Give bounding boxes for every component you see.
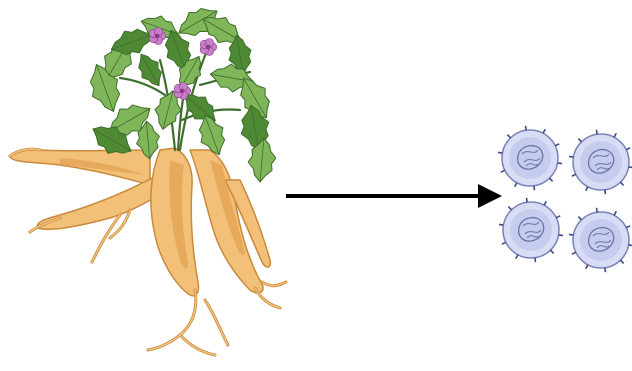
- cell-receptor: [572, 252, 576, 254]
- cell-receptor: [621, 260, 624, 263]
- cell-receptor: [551, 250, 554, 253]
- cell-receptor: [578, 139, 581, 142]
- cell-receptor: [614, 211, 616, 215]
- cell-cytoplasm: [510, 209, 552, 251]
- cell-receptor: [515, 183, 517, 187]
- cell-cytoplasm: [509, 137, 551, 179]
- cell-receptor: [555, 144, 559, 146]
- root-plant-icon: [10, 0, 286, 355]
- cell-receptor: [550, 178, 553, 181]
- cell-receptor: [498, 152, 502, 153]
- cell-receptor: [626, 226, 630, 228]
- cell-receptor: [508, 207, 511, 210]
- cell-receptor: [569, 156, 573, 157]
- cell-receptor: [556, 216, 560, 218]
- right-arrow-icon: [286, 184, 502, 208]
- cell-icon: [569, 208, 632, 272]
- cell-icon: [499, 198, 563, 262]
- cell-receptor: [502, 242, 506, 244]
- root-tuber: [37, 175, 165, 229]
- cell-receptor: [629, 167, 632, 168]
- flower-center: [155, 34, 160, 39]
- cell-receptor: [621, 182, 624, 185]
- cell-receptor: [626, 148, 630, 150]
- flower-center: [180, 89, 185, 94]
- cell-receptor: [578, 217, 581, 220]
- root-tuber: [10, 150, 150, 185]
- cell-receptor: [614, 133, 616, 137]
- rootlet: [180, 335, 215, 355]
- cell-cytoplasm: [580, 141, 622, 183]
- cell-receptor: [597, 208, 598, 213]
- cell-receptor: [629, 245, 632, 246]
- cell-cytoplasm: [580, 219, 622, 261]
- cell-receptor: [558, 163, 562, 164]
- cell-receptor: [605, 268, 606, 273]
- cell-receptor: [501, 170, 505, 172]
- cell-receptor: [544, 201, 546, 205]
- cell-receptor: [569, 234, 573, 235]
- cell-receptor: [516, 255, 518, 259]
- cell-receptor: [526, 126, 527, 131]
- cell-receptor: [527, 198, 528, 203]
- cell-receptor: [586, 187, 588, 191]
- cell-receptor: [605, 190, 606, 195]
- flower-center: [206, 45, 211, 50]
- cell-receptor: [572, 174, 576, 176]
- cell-receptor: [559, 235, 563, 236]
- cell-receptor: [534, 186, 535, 191]
- roots: [10, 148, 286, 355]
- cell-receptor: [543, 129, 545, 133]
- cell-icon: [569, 130, 632, 194]
- cell-icon: [498, 126, 562, 190]
- cell-receptor: [499, 224, 503, 225]
- cell-receptor: [586, 265, 588, 269]
- arrow-head: [478, 184, 502, 208]
- cell-receptor: [507, 135, 510, 138]
- cell-receptor: [597, 130, 598, 135]
- cell-receptor: [535, 258, 536, 263]
- rootlet-inner: [205, 300, 228, 345]
- flower-icon: [200, 39, 217, 56]
- cell-cluster: [498, 126, 632, 272]
